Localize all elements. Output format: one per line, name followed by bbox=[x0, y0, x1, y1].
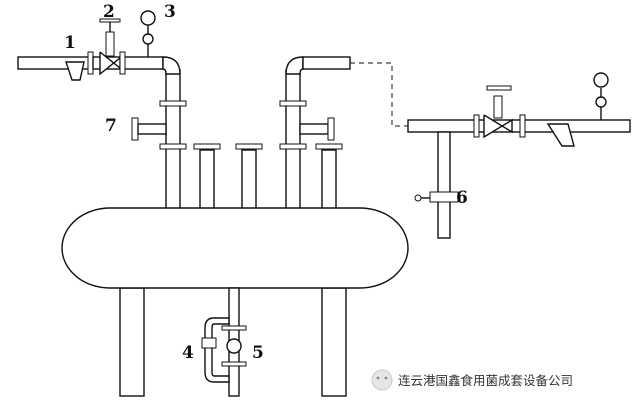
bypass-loop bbox=[204, 317, 230, 383]
nozzle-3 bbox=[321, 149, 337, 211]
wechat-icon bbox=[371, 369, 393, 391]
valve-5 bbox=[221, 325, 247, 367]
label-4: 4 bbox=[182, 343, 194, 363]
gate-valve-outlet bbox=[483, 85, 513, 139]
dashed-connection-line bbox=[350, 62, 408, 127]
flange bbox=[87, 51, 94, 75]
pipe-elbow-right bbox=[285, 56, 304, 75]
flange bbox=[279, 143, 307, 150]
tank-leg-right bbox=[321, 287, 347, 397]
bottom-drain bbox=[201, 287, 247, 397]
nozzle-2 bbox=[241, 149, 257, 211]
pressure-gauge-outlet bbox=[593, 72, 609, 120]
gate-valve-2 bbox=[99, 18, 126, 76]
inlet-line bbox=[17, 10, 181, 81]
drain-pipe bbox=[437, 131, 451, 239]
side-valve-7-left bbox=[131, 117, 167, 141]
right-riser-pipe bbox=[285, 69, 301, 211]
flange bbox=[473, 114, 480, 138]
left-riser-pipe bbox=[165, 69, 181, 211]
label-2: 2 bbox=[103, 2, 115, 22]
label-3: 3 bbox=[164, 2, 176, 22]
outlet-pipe bbox=[407, 119, 631, 133]
y-strainer-outlet bbox=[546, 123, 575, 147]
y-strainer-1 bbox=[65, 61, 85, 81]
pipe-elbow-left bbox=[162, 56, 181, 75]
flange bbox=[235, 143, 263, 150]
flange bbox=[519, 114, 526, 138]
pressure-gauge-3 bbox=[140, 10, 156, 57]
right-upper-line bbox=[285, 56, 351, 75]
label-1: 1 bbox=[64, 33, 76, 53]
side-valve-right bbox=[299, 117, 335, 141]
ball-valve-6 bbox=[414, 191, 459, 203]
watermark: 连云港国鑫食用菌成套设备公司 bbox=[371, 369, 573, 391]
flange bbox=[279, 100, 307, 107]
tank-body bbox=[61, 207, 409, 289]
right-header-pipe bbox=[302, 56, 351, 70]
flange bbox=[315, 143, 343, 150]
flange bbox=[159, 100, 187, 107]
label-7: 7 bbox=[105, 116, 117, 136]
label-5: 5 bbox=[252, 343, 264, 363]
flange bbox=[159, 143, 187, 150]
flange bbox=[193, 143, 221, 150]
watermark-text: 连云港国鑫食用菌成套设备公司 bbox=[398, 373, 573, 388]
top-nozzles bbox=[159, 69, 343, 211]
tank-leg-left bbox=[119, 287, 145, 397]
valve-4 bbox=[201, 337, 217, 349]
nozzle-1 bbox=[199, 149, 215, 211]
label-6: 6 bbox=[456, 188, 468, 208]
outlet-line bbox=[407, 72, 631, 239]
